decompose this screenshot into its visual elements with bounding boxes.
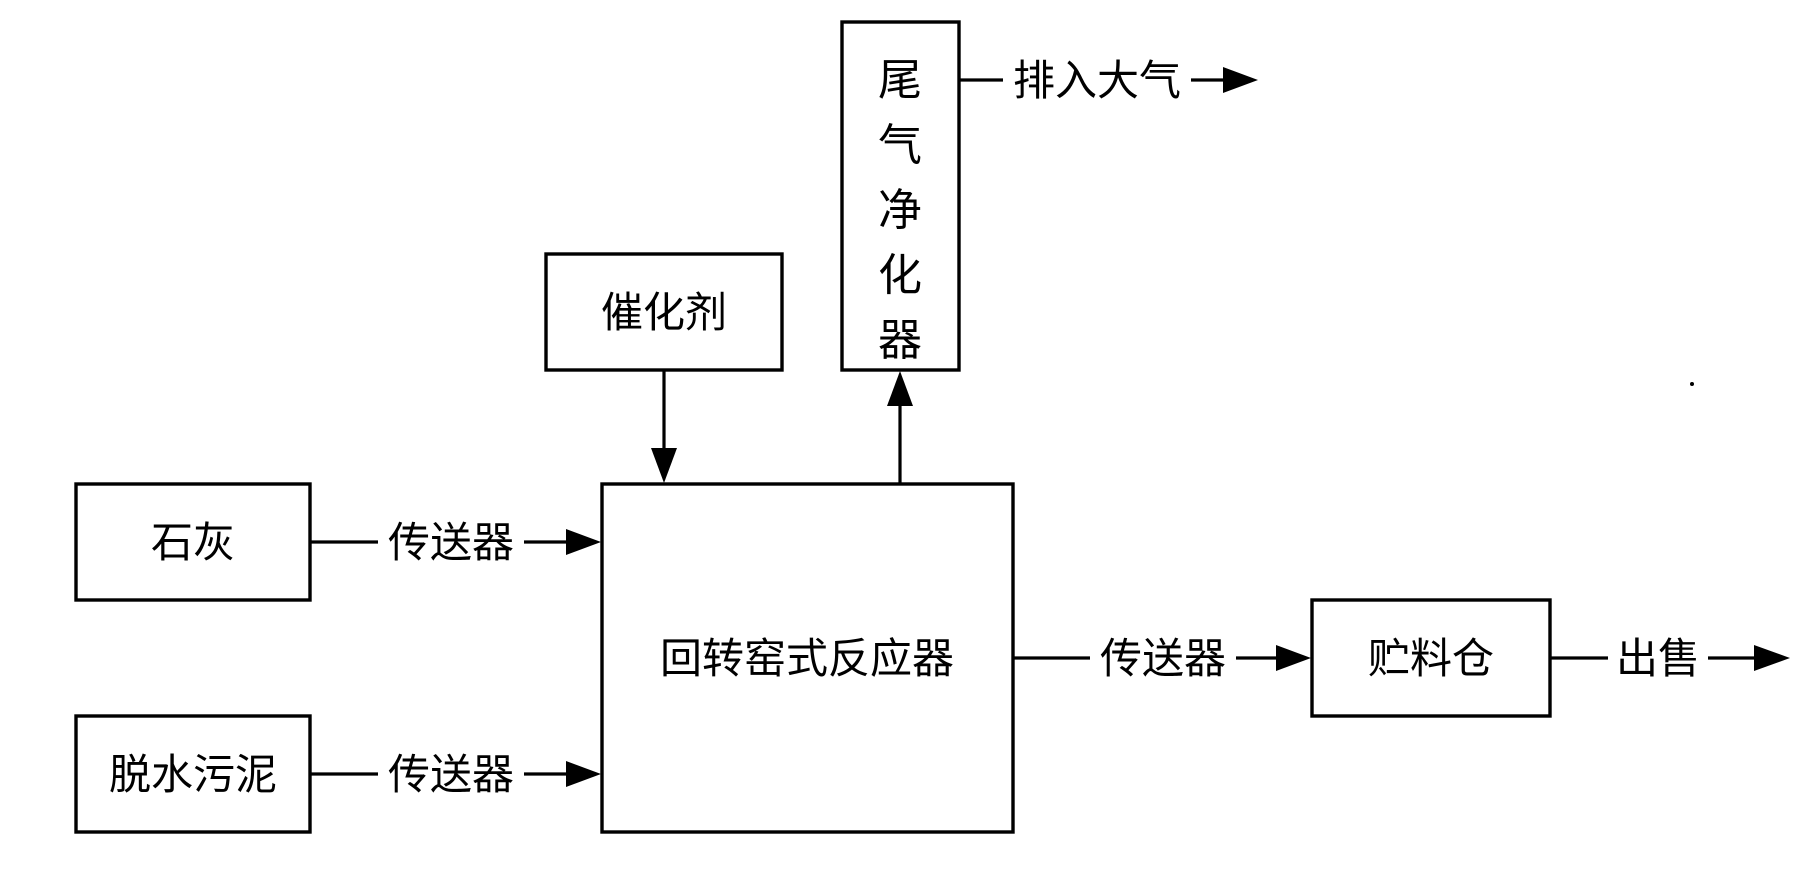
lime-conveyor-label: 传送器 [388,518,514,567]
exhaust-purifier-char-5: 器 [878,315,922,366]
product-conveyor-arrowhead [1276,645,1311,671]
lime-conveyor-arrowhead [566,529,601,555]
exhaust-purifier-char-3: 净 [878,185,922,236]
exhaust-arrowhead [887,371,913,406]
catalyst-box [544,252,784,372]
exhaust-purifier-char-1: 尾 [878,55,922,106]
sale-label: 出售 [1616,634,1700,683]
exhaust-purifier-box [840,20,961,372]
catalyst-feed-arrowhead [651,448,677,483]
emission-arrowhead [1223,67,1258,93]
exhaust-purifier-char-2: 气 [878,120,922,171]
dewatered-sludge-label: 脱水污泥 [109,750,277,799]
sludge-conveyor-arrowhead [566,761,601,787]
product-conveyor-label: 传送器 [1100,634,1226,683]
sludge-conveyor-label: 传送器 [388,750,514,799]
dewatered-sludge-box [74,714,312,834]
catalyst-label: 催化剂 [601,288,727,337]
stray-dot [1690,382,1694,386]
exhaust-purifier-char-4: 化 [878,250,922,301]
storage-bin-label: 贮料仓 [1368,634,1494,683]
emission-label: 排入大气 [1013,56,1181,105]
rotary-kiln-reactor-label: 回转窑式反应器 [660,634,954,683]
lime-box [74,482,312,602]
sale-arrowhead [1754,645,1790,671]
lime-label: 石灰 [151,518,235,567]
rotary-kiln-reactor-box [600,482,1015,834]
storage-bin-box [1310,598,1552,718]
